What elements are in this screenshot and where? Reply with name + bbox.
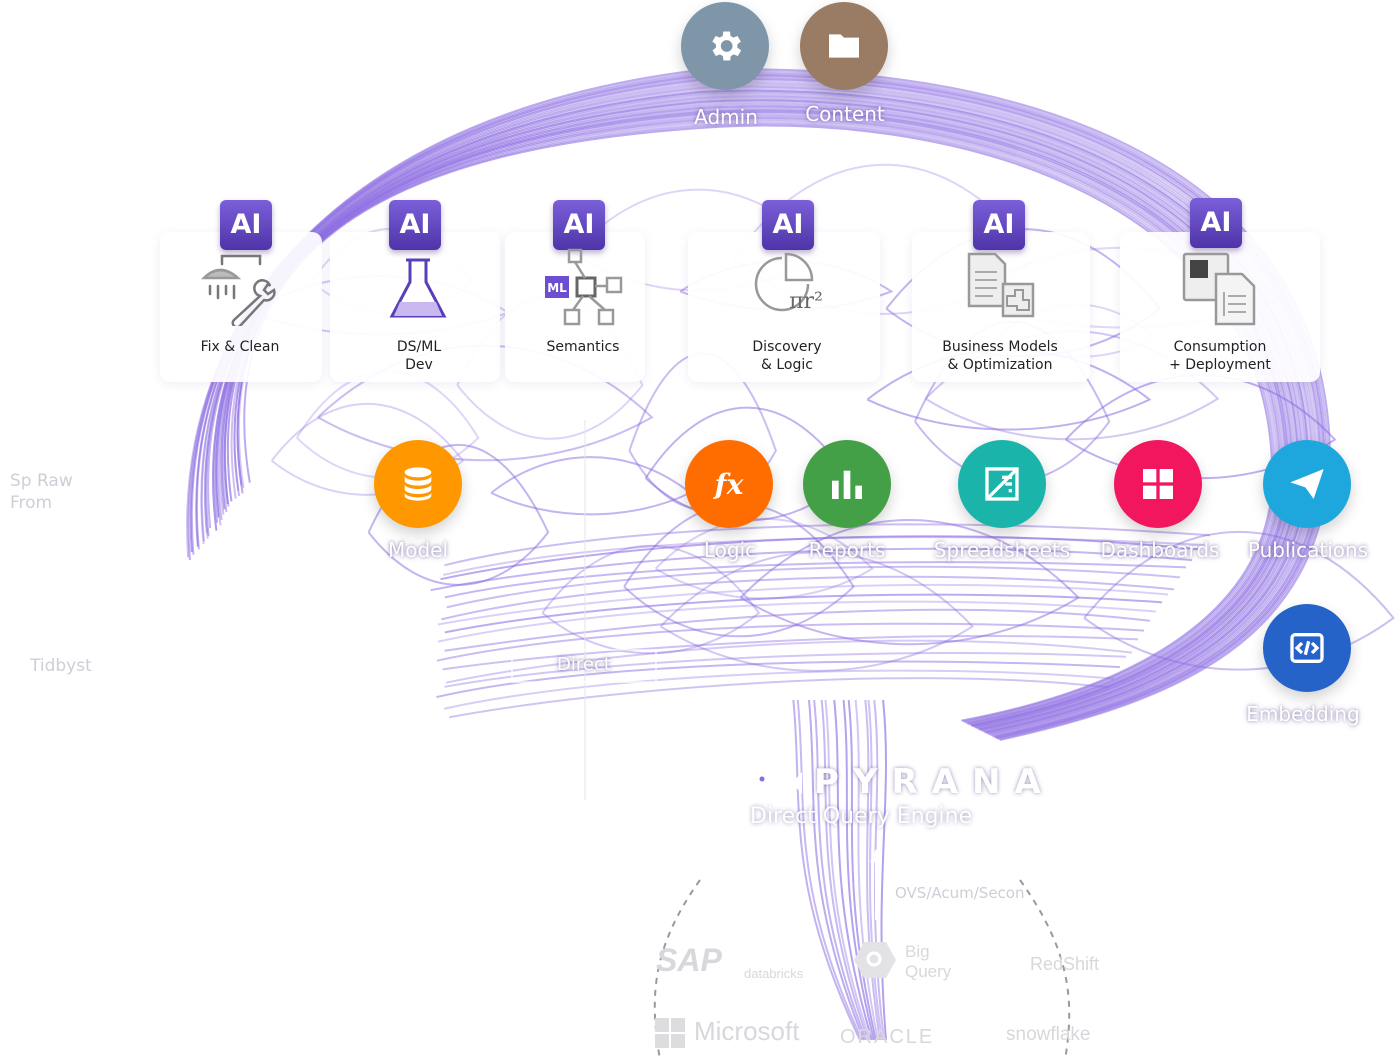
dashboards-label: Dashboards	[1100, 538, 1220, 562]
bigquery-logo-mark	[854, 942, 896, 978]
ai-card-label: Consumption + Deployment	[1169, 339, 1271, 373]
ai-card-label: Semantics	[546, 339, 620, 355]
fx-icon: fx	[714, 467, 744, 501]
content-label: Content	[805, 102, 885, 126]
ai-badge: AI	[553, 200, 605, 250]
spreadsheet-icon	[985, 467, 1019, 501]
database-icon	[404, 467, 432, 501]
model-module[interactable]	[374, 440, 462, 528]
content-module[interactable]	[800, 2, 888, 90]
ai-badge: AI	[389, 200, 441, 250]
redshift-logo: RedShift	[1030, 954, 1100, 974]
dashboards-module[interactable]	[1114, 440, 1202, 528]
spreadsheets-label: Spreadsheets	[933, 538, 1071, 562]
microsoft-logo: Microsoft	[694, 1016, 800, 1046]
bar-chart-icon	[832, 470, 862, 499]
bigquery-logo: Big Query	[905, 942, 952, 981]
pi-r-squared-label: πr²	[789, 289, 823, 314]
deployment-icon	[1182, 252, 1256, 326]
code-icon	[1290, 633, 1324, 663]
ml-label: ML	[547, 281, 567, 295]
microsoft-logo-mark	[655, 1018, 685, 1048]
admin-module[interactable]	[681, 2, 769, 90]
model-label: Model	[387, 538, 449, 562]
ai-card-label: Business Models & Optimization	[942, 339, 1058, 373]
logic-module[interactable]: fx	[685, 440, 773, 528]
fix-clean-icon	[200, 254, 276, 326]
left-lower-faint-label: Tidbyst	[30, 656, 92, 676]
reports-module[interactable]	[803, 440, 891, 528]
business-model-icon	[967, 252, 1035, 318]
ai-badge: AI	[973, 200, 1025, 250]
ai-card-discovery-logic[interactable]	[688, 232, 880, 382]
folder-icon	[829, 34, 859, 58]
left-upper-faint-label: Sp Raw From	[10, 471, 73, 513]
embedding-label: Embedding	[1246, 702, 1360, 726]
bottom-right-faint-label: OVS/Acum/Secon	[895, 884, 1025, 902]
publications-module[interactable]	[1263, 440, 1351, 528]
logic-label: Logic	[703, 538, 757, 562]
engine-subtitle: Direct Query Engine	[750, 804, 973, 829]
oracle-logo: ORACLE	[840, 1026, 935, 1048]
reports-label: Reports	[808, 538, 886, 562]
ai-card-label: Fix & Clean	[200, 339, 280, 355]
flask-icon	[389, 258, 447, 318]
piranha-fish-icon	[752, 771, 802, 795]
publications-label: Publications	[1247, 538, 1369, 562]
ai-card-label: DS/ML Dev	[396, 339, 442, 373]
formula-icon: πr²	[754, 252, 823, 314]
engine-title: PYRANA	[814, 762, 1055, 802]
gear-icon	[712, 31, 742, 61]
admin-label: Admin	[694, 105, 758, 129]
paper-plane-icon	[1290, 469, 1324, 499]
snowflake-logo: snowflake	[1006, 1024, 1091, 1045]
ml-semantics-icon: ML	[545, 248, 623, 326]
direct-label: Direct	[557, 654, 611, 675]
ai-card-label: Discovery & Logic	[752, 339, 822, 373]
ai-badge: AI	[762, 200, 814, 250]
sap-logo: SAP	[656, 942, 722, 978]
databricks-logo: databricks	[744, 966, 804, 981]
spreadsheets-module[interactable]	[958, 440, 1046, 528]
dashboard-grid-icon	[1143, 469, 1173, 499]
embedding-module[interactable]	[1263, 604, 1351, 692]
ai-badge: AI	[1190, 198, 1242, 248]
ai-badge: AI	[220, 200, 272, 250]
